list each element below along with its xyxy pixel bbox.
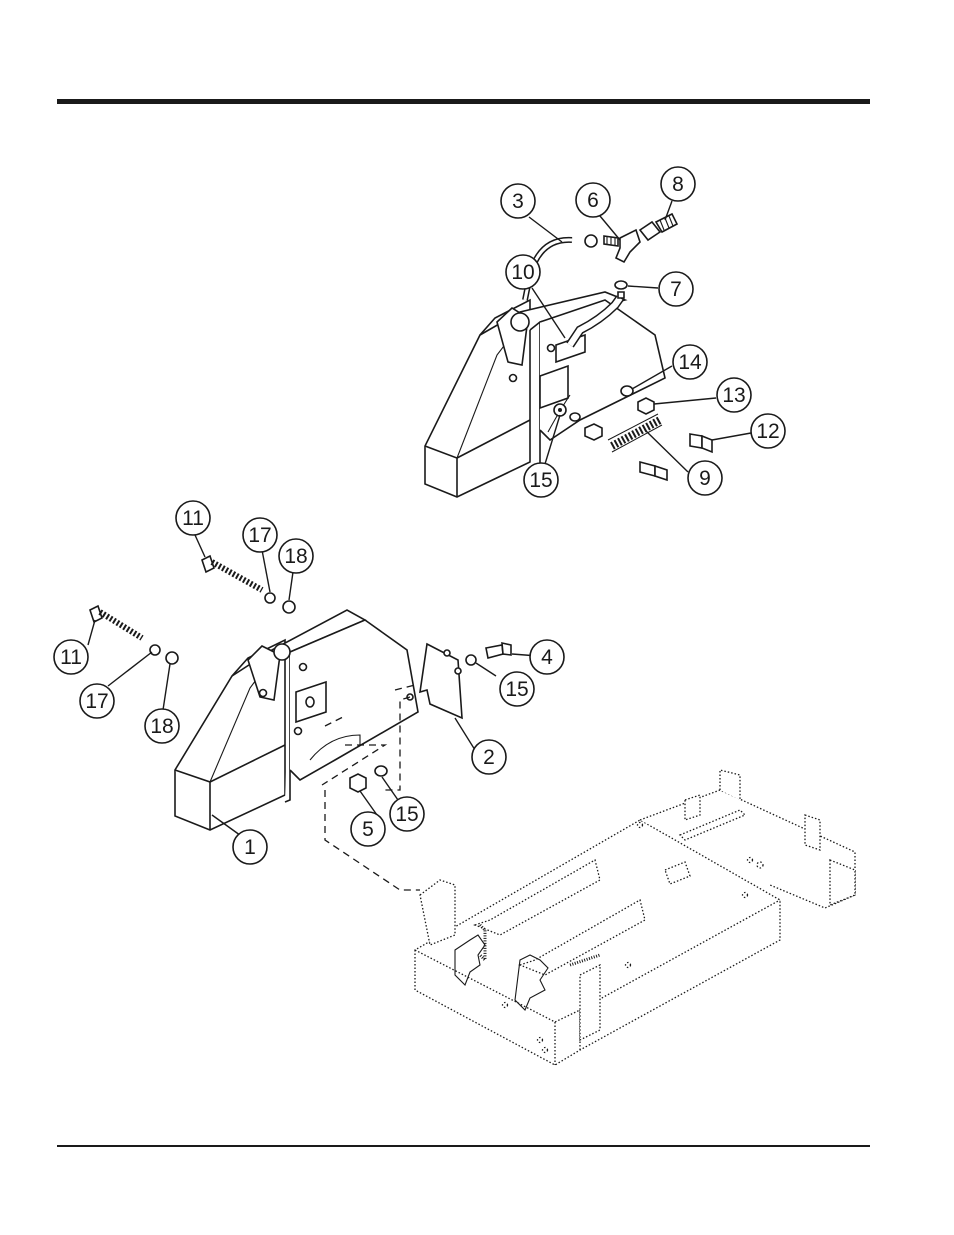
svg-text:11: 11 xyxy=(60,646,82,669)
upper-guard-assembly xyxy=(425,214,712,497)
callout-5: 5 xyxy=(351,812,385,846)
callout-15: 15 xyxy=(500,672,534,706)
machine-frame xyxy=(415,770,855,1065)
callout-8: 8 xyxy=(661,167,695,201)
svg-text:15: 15 xyxy=(529,469,552,492)
callout-12: 12 xyxy=(751,414,785,448)
callout-15: 15 xyxy=(390,797,424,831)
svg-text:14: 14 xyxy=(678,351,702,374)
svg-text:2: 2 xyxy=(483,746,495,769)
svg-text:15: 15 xyxy=(505,678,528,701)
svg-text:4: 4 xyxy=(541,646,553,669)
callout-10: 10 xyxy=(506,255,540,289)
callout-11: 11 xyxy=(54,640,88,674)
svg-text:15: 15 xyxy=(395,803,418,826)
callout-1: 1 xyxy=(233,830,267,864)
callout-9: 9 xyxy=(688,461,722,495)
callout-15: 15 xyxy=(524,463,558,497)
svg-text:17: 17 xyxy=(248,524,271,547)
svg-text:6: 6 xyxy=(587,189,599,212)
callout-3: 3 xyxy=(501,184,535,218)
svg-text:13: 13 xyxy=(722,384,745,407)
callout-18: 18 xyxy=(145,709,179,743)
svg-text:3: 3 xyxy=(512,190,524,213)
svg-text:10: 10 xyxy=(511,261,534,284)
callout-2: 2 xyxy=(472,740,506,774)
callout-4: 4 xyxy=(530,640,564,674)
svg-text:17: 17 xyxy=(85,690,108,713)
callout-18: 18 xyxy=(279,539,313,573)
svg-text:11: 11 xyxy=(182,507,204,530)
callout-13: 13 xyxy=(717,378,751,412)
svg-text:8: 8 xyxy=(672,173,684,196)
callout-6: 6 xyxy=(576,183,610,217)
svg-text:1: 1 xyxy=(244,836,256,859)
callout-14: 14 xyxy=(673,345,707,379)
svg-text:5: 5 xyxy=(362,818,374,841)
callout-17: 17 xyxy=(80,684,114,718)
svg-text:7: 7 xyxy=(670,278,682,301)
svg-text:18: 18 xyxy=(284,545,307,568)
callout-7: 7 xyxy=(659,272,693,306)
callout-11: 11 xyxy=(176,501,210,535)
svg-text:18: 18 xyxy=(150,715,173,738)
svg-text:12: 12 xyxy=(756,420,779,443)
svg-text:9: 9 xyxy=(699,467,711,490)
callout-17: 17 xyxy=(243,518,277,552)
